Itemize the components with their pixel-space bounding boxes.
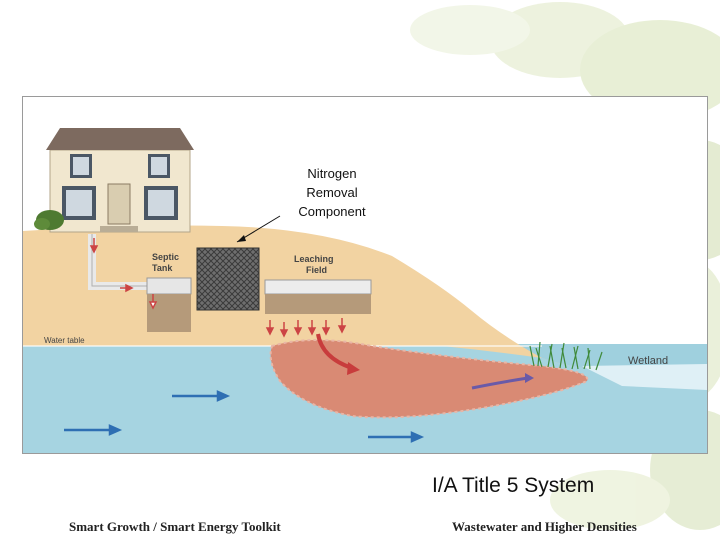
shrub — [34, 210, 64, 230]
nitrogen-removal-component — [196, 247, 260, 311]
label-leaching-field-1: Leaching — [294, 254, 334, 264]
footer-right: Wastewater and Higher Densities — [452, 519, 637, 534]
plume-purple-arrow — [471, 376, 529, 390]
callout-line-3: Component — [298, 204, 366, 219]
label-leaching-field-2: Field — [306, 265, 327, 275]
callout-line-2: Removal — [306, 185, 358, 200]
wetland-grass — [529, 341, 603, 371]
nitrogen-removal-callout: Nitrogen Removal Component — [274, 164, 390, 221]
septic-system-diagram: Septic Tank Leaching Field Water table W… — [22, 96, 708, 454]
wetland-water — [582, 364, 707, 390]
house — [46, 128, 194, 233]
label-septic-tank-1: Septic — [152, 252, 179, 262]
system-title: I/A Title 5 System — [432, 474, 595, 497]
effluent-arrows — [89, 238, 347, 338]
label-water-table: Water table — [44, 336, 85, 345]
label-wetland: Wetland — [628, 355, 668, 367]
groundwater-arrows — [64, 390, 425, 443]
plume-flow-arrow — [316, 333, 353, 370]
callout-line-1: Nitrogen — [307, 166, 357, 181]
leaching-field — [264, 279, 372, 295]
footer-left: Smart Growth / Smart Energy Toolkit — [69, 519, 281, 534]
nitrogen-plume — [269, 339, 589, 419]
septic-tank — [146, 277, 192, 295]
label-septic-tank-2: Tank — [152, 263, 173, 273]
